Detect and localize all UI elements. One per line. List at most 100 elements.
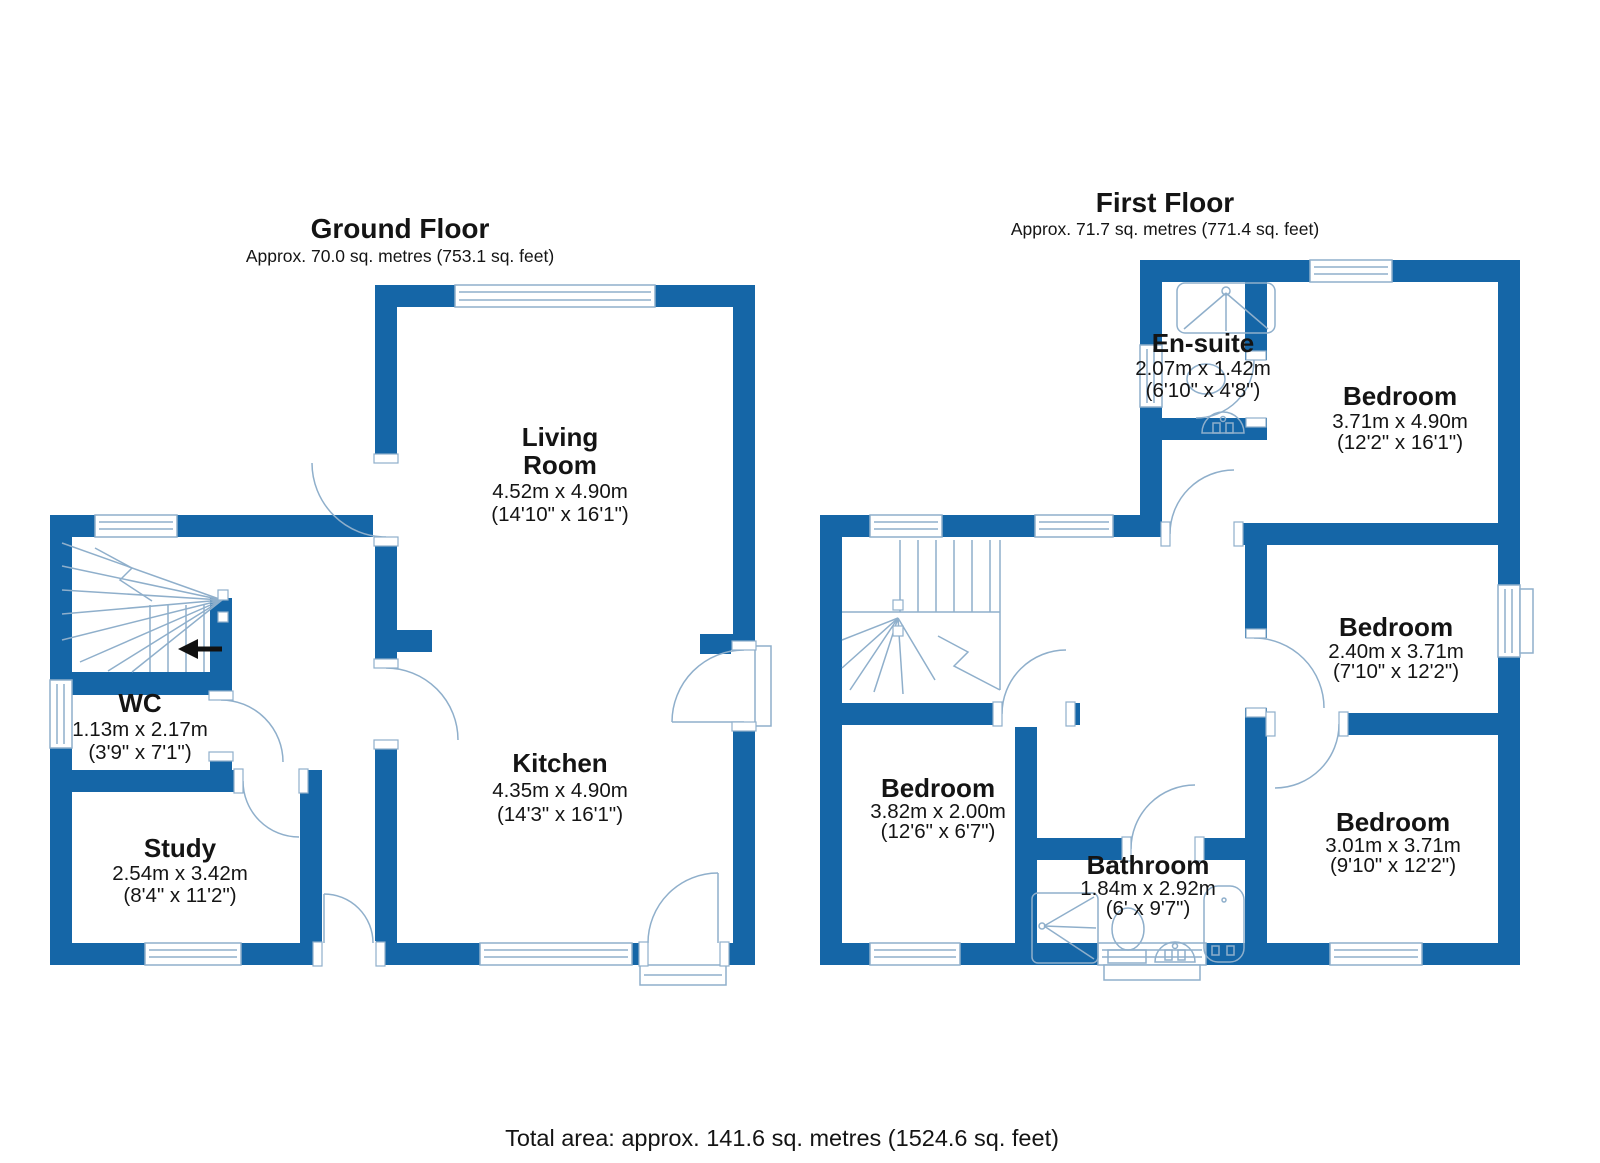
room-name: Bedroom xyxy=(1343,381,1457,411)
ground-floor-header: Ground Floor Approx. 70.0 sq. metres (75… xyxy=(246,213,554,266)
ensuite-fixtures xyxy=(1176,282,1276,434)
newel-post xyxy=(217,611,229,623)
room-dims-imperial: (3'9" x 7'1") xyxy=(88,741,191,764)
wall xyxy=(700,634,733,654)
wall xyxy=(375,285,397,965)
room-label-living-room: Living Room 4.52m x 4.90m (14'10" x 16'1… xyxy=(491,422,628,526)
room-dims-imperial: (7'10" x 12'2") xyxy=(1333,660,1459,683)
room-dims-metric: 3.01m x 3.71m xyxy=(1325,834,1461,857)
door-swing xyxy=(311,462,387,538)
room-label-study: Study 2.54m x 3.42m (8'4" x 11'2") xyxy=(112,833,248,907)
wall xyxy=(300,770,322,965)
door-swing xyxy=(1169,469,1235,535)
total-area-text: Total area: approx. 141.6 sq. metres (15… xyxy=(505,1125,1059,1151)
room-dims-imperial: (14'10" x 16'1") xyxy=(491,503,628,526)
first-floor-windows xyxy=(869,259,1534,981)
door-swing xyxy=(671,649,745,723)
room-name: Study xyxy=(144,833,217,863)
door-swing xyxy=(1001,649,1067,715)
room-dims-metric: 2.40m x 3.71m xyxy=(1328,640,1464,663)
wall xyxy=(1015,725,1037,965)
wall xyxy=(1245,260,1267,360)
shower-icon xyxy=(1176,282,1276,334)
stair-break-line xyxy=(937,635,1001,691)
first-floor-subtitle: Approx. 71.7 sq. metres (771.4 sq. feet) xyxy=(1011,219,1319,239)
toilet-icon xyxy=(1107,907,1147,964)
first-floor-stairs xyxy=(841,540,1001,695)
room-name: Bedroom xyxy=(881,773,995,803)
room-dims-metric: 1.13m x 2.17m xyxy=(72,718,208,741)
door-swing xyxy=(220,699,284,763)
window xyxy=(454,284,656,308)
ground-floor-stairs xyxy=(61,542,229,673)
newel-post xyxy=(892,625,904,637)
room-dims-imperial: (9'10" x 12'2") xyxy=(1330,854,1456,877)
bathroom-fixtures xyxy=(1031,885,1245,964)
room-label-bathroom: Bathroom 1.84m x 2.92m (6' x 9'7") xyxy=(1080,850,1216,920)
ground-floor-labels: Living Room 4.52m x 4.90m (14'10" x 16'1… xyxy=(72,422,629,907)
window xyxy=(94,514,178,538)
sink-icon xyxy=(1154,941,1196,963)
room-name: Bathroom xyxy=(1087,850,1210,880)
room-dims-metric: 4.52m x 4.90m xyxy=(492,480,628,503)
door-swing xyxy=(647,872,719,944)
room-dims-metric: 3.82m x 2.00m xyxy=(870,800,1006,823)
window xyxy=(144,942,242,966)
wall xyxy=(1245,545,1267,965)
room-dims-imperial: (14'3" x 16'1") xyxy=(497,803,623,826)
window xyxy=(479,942,633,966)
first-floor-labels: En-suite 2.07m x 1.42m (6'10" x 4'8") Be… xyxy=(870,328,1468,920)
room-dims-metric: 2.07m x 1.42m xyxy=(1135,357,1271,380)
window xyxy=(1497,584,1534,658)
wall xyxy=(733,285,755,965)
first-floor-title: First Floor xyxy=(1096,187,1235,218)
room-dims-metric: 4.35m x 4.90m xyxy=(492,779,628,802)
bathtub-icon xyxy=(1203,885,1245,963)
room-label-bedroom2: Bedroom 2.40m x 3.71m (7'10" x 12'2") xyxy=(1328,612,1464,683)
ground-floor-windows xyxy=(49,284,772,986)
door-swing xyxy=(242,780,300,838)
ground-floor-doors xyxy=(208,453,757,967)
room-dims-metric: 2.54m x 3.42m xyxy=(112,862,248,885)
door-swing xyxy=(385,667,459,741)
room-dims-metric: 3.71m x 4.90m xyxy=(1332,410,1468,433)
shower-icon xyxy=(1031,892,1099,964)
window xyxy=(49,679,73,749)
room-dims-imperial: (6'10" x 4'8") xyxy=(1146,379,1261,402)
room-label-bedroom4: Bedroom 3.01m x 3.71m (9'10" x 12'2") xyxy=(1325,807,1461,877)
door-swing xyxy=(1195,359,1255,419)
room-dims-imperial: (6' x 9'7") xyxy=(1106,897,1191,920)
ground-floor-subtitle: Approx. 70.0 sq. metres (753.1 sq. feet) xyxy=(246,246,554,266)
room-name: En-suite xyxy=(1152,328,1255,358)
door-threshold xyxy=(639,964,727,986)
room-label-kitchen: Kitchen 4.35m x 4.90m (14'3" x 16'1") xyxy=(492,748,628,826)
wall xyxy=(1162,523,1520,545)
stairs-direction-arrow xyxy=(178,639,222,659)
ground-floor-door-openings xyxy=(208,463,757,967)
room-dims-imperial: (8'4" x 11'2") xyxy=(123,884,236,907)
newel-post xyxy=(217,589,229,601)
room-name: Kitchen xyxy=(512,748,607,778)
wall xyxy=(820,515,842,965)
ground-floor-plan: Ground Floor Approx. 70.0 sq. metres (75… xyxy=(49,213,772,986)
room-name: Bedroom xyxy=(1336,807,1450,837)
door-swing xyxy=(1130,784,1196,850)
first-floor-header: First Floor Approx. 71.7 sq. metres (771… xyxy=(1011,187,1319,239)
room-label-wc: WC 1.13m x 2.17m (3'9" x 7'1") xyxy=(72,688,208,764)
first-floor-plan: First Floor Approx. 71.7 sq. metres (771… xyxy=(820,187,1534,981)
window xyxy=(869,514,943,538)
room-dims-imperial: (12'6" x 6'7") xyxy=(881,820,996,843)
sink-icon xyxy=(1201,411,1245,434)
stair-break-line xyxy=(94,547,153,602)
wall xyxy=(50,672,232,695)
room-label-bedroom3: Bedroom 3.82m x 2.00m (12'6" x 6'7") xyxy=(870,773,1006,843)
room-label-bedroom1: Bedroom 3.71m x 4.90m (12'2" x 16'1") xyxy=(1332,381,1468,454)
wall xyxy=(1162,418,1267,440)
window xyxy=(1139,344,1163,408)
newel-post xyxy=(892,599,904,611)
first-floor-door-openings xyxy=(1002,360,1339,862)
room-name: Room xyxy=(523,450,597,480)
door-swing xyxy=(1253,637,1325,709)
window xyxy=(1329,942,1423,966)
